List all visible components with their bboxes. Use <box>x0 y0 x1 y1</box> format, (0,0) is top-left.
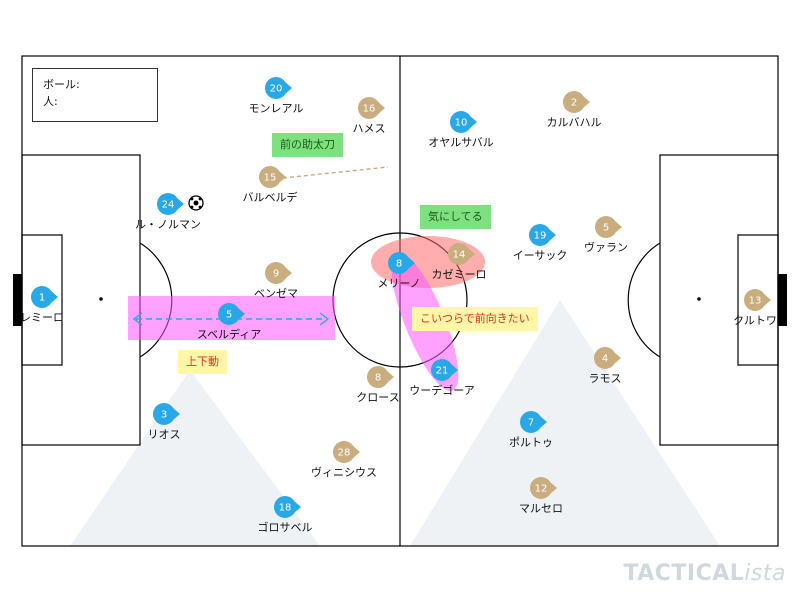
player-number: 8 <box>375 373 381 384</box>
player-name-p16: ハメス <box>352 122 386 135</box>
player-marker-p9: 9 <box>265 262 292 284</box>
player-number: 19 <box>534 231 547 242</box>
player-marker-p4: 4 <box>594 347 621 369</box>
note-updown: 上下動 <box>178 350 227 374</box>
player-marker-p1: 1 <box>31 286 58 308</box>
player-name-p24: ル・ノルマン <box>135 218 201 231</box>
player-number: 3 <box>161 410 167 421</box>
player-marker-p3: 3 <box>153 403 180 425</box>
player-marker-p15: 15 <box>259 166 286 188</box>
player-marker-p5: 5 <box>218 303 245 325</box>
player-name-p7: ポルトゥ <box>509 436 553 449</box>
watermark-shape-left <box>70 370 320 546</box>
player-name-p5: スベルディア <box>196 328 262 341</box>
player-marker-p13: 13 <box>744 289 771 311</box>
player-name-p4: ラモス <box>588 372 622 385</box>
brand-main: TACTICAL <box>623 561 745 586</box>
player-number: 15 <box>264 173 277 184</box>
note-forward: こいつらで前向きたい <box>412 307 538 331</box>
player-marker-p8b: 8 <box>388 252 415 274</box>
player-marker-p7: 7 <box>520 411 547 433</box>
player-name-p10: オヤルサバル <box>428 136 494 149</box>
player-marker-p16: 16 <box>358 97 385 119</box>
player-number: 5 <box>603 223 609 234</box>
player-marker-p21: 21 <box>431 359 458 381</box>
player-name-p19: イーサック <box>512 249 568 262</box>
valverde-run-line <box>282 166 389 179</box>
player-name-p13: クルトワ <box>733 314 777 327</box>
player-name-p2: カルバハル <box>546 116 602 129</box>
player-name-p3: リオス <box>147 428 181 441</box>
note-worry: 気にしてる <box>420 205 491 229</box>
player-marker-p19: 19 <box>529 224 556 246</box>
player-number: 18 <box>279 503 292 514</box>
player-marker-p5g: 5 <box>595 216 622 238</box>
player-marker-p20: 20 <box>265 77 292 99</box>
player-name-p8b: メリーノ <box>377 277 421 290</box>
legend-person-label: 人: <box>43 95 58 108</box>
player-number: 12 <box>535 484 548 495</box>
player-name-p12: マルセロ <box>519 502 563 515</box>
player-number: 1 <box>39 293 45 304</box>
player-marker-p2: 2 <box>563 91 590 113</box>
player-name-p15: バルベルデ <box>242 191 298 204</box>
right-penalty-arc <box>627 242 661 358</box>
right-goal <box>778 274 787 326</box>
player-number: 8 <box>396 259 402 270</box>
left-goal <box>13 274 22 326</box>
right-penalty-spot <box>697 297 701 301</box>
player-name-p1: レミーロ <box>20 311 64 324</box>
player-name-p21: ウーデゴーア <box>409 384 475 397</box>
player-number: 4 <box>602 354 608 365</box>
player-number: 14 <box>453 250 466 261</box>
ball-icon <box>188 195 204 211</box>
watermark-shape-right <box>410 300 720 546</box>
player-name-p9: ベンゼマ <box>254 287 298 300</box>
player-name-p14: カゼミーロ <box>431 268 487 281</box>
player-marker-p12: 12 <box>530 477 557 499</box>
player-name-p28: ヴィニシウス <box>311 466 377 479</box>
legend-box: ボール: 人: <box>32 68 158 122</box>
updown-arrow-head-left <box>132 312 143 326</box>
player-marker-p18: 18 <box>274 496 301 518</box>
player-name-p18: ゴロサベル <box>257 521 313 534</box>
player-number: 2 <box>571 98 577 109</box>
player-marker-p8g: 8 <box>367 366 394 388</box>
player-marker-p10: 10 <box>450 111 477 133</box>
player-number: 13 <box>749 296 762 307</box>
player-number: 10 <box>455 118 468 129</box>
player-number: 7 <box>528 418 534 429</box>
player-number: 9 <box>273 269 279 280</box>
player-number: 16 <box>363 104 376 115</box>
player-number: 21 <box>436 366 449 377</box>
updown-arrow-head-right <box>319 312 330 326</box>
player-marker-p28: 28 <box>333 441 360 463</box>
player-name-p8g: クロース <box>356 391 400 404</box>
player-number: 20 <box>270 84 283 95</box>
legend-ball-label: ボール: <box>43 78 80 91</box>
brand-watermark: TACTICALista <box>623 561 786 586</box>
player-marker-p14: 14 <box>448 243 475 265</box>
brand-suffix: ista <box>744 561 786 586</box>
player-name-p20: モンレアル <box>248 102 304 115</box>
player-number: 24 <box>162 200 175 211</box>
player-number: 28 <box>338 448 351 459</box>
player-number: 5 <box>226 310 232 321</box>
left-penalty-spot <box>99 297 103 301</box>
note-sword: 前の助太刀 <box>272 133 343 157</box>
player-name-p5g: ヴァラン <box>584 241 628 254</box>
player-marker-p24: 24 <box>157 193 184 215</box>
